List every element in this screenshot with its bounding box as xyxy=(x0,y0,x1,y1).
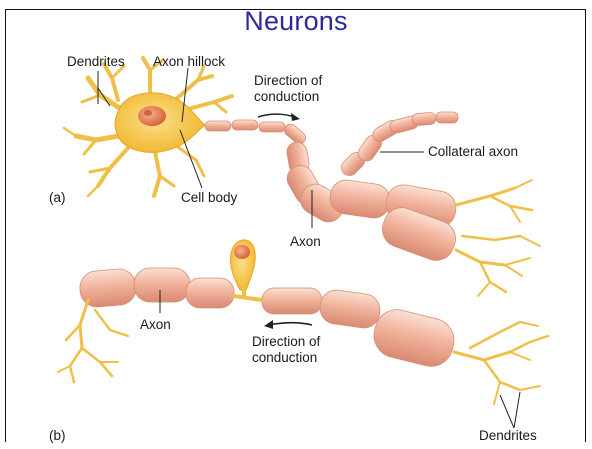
dendrites-b-left xyxy=(58,300,128,382)
dendrites-b-right xyxy=(454,322,548,404)
label-direction-a-line2: conduction xyxy=(254,89,374,105)
label-dendrites-b: Dendrites xyxy=(479,428,537,444)
label-direction-b-line1: Direction of xyxy=(252,334,372,350)
label-cell-body: Cell body xyxy=(181,190,237,206)
label-axon-hillock: Axon hillock xyxy=(153,54,225,70)
label-direction-a: Direction of conduction xyxy=(254,73,374,105)
terminal-branches-a xyxy=(456,180,540,296)
label-direction-a-line1: Direction of xyxy=(254,73,374,89)
label-part-a: (a) xyxy=(49,190,66,206)
nucleus-a xyxy=(138,106,166,126)
label-direction-b-line2: conduction xyxy=(252,350,372,366)
label-dendrites-a: Dendrites xyxy=(67,54,125,70)
label-axon-b: Axon xyxy=(140,317,171,333)
label-direction-b: Direction of conduction xyxy=(252,334,372,366)
label-part-b: (b) xyxy=(49,428,66,444)
label-axon-a: Axon xyxy=(290,234,321,250)
nucleus-b xyxy=(234,245,250,259)
direction-arrow-b xyxy=(268,323,312,325)
label-collateral-axon: Collateral axon xyxy=(428,144,518,160)
direction-arrow-a xyxy=(258,114,297,118)
